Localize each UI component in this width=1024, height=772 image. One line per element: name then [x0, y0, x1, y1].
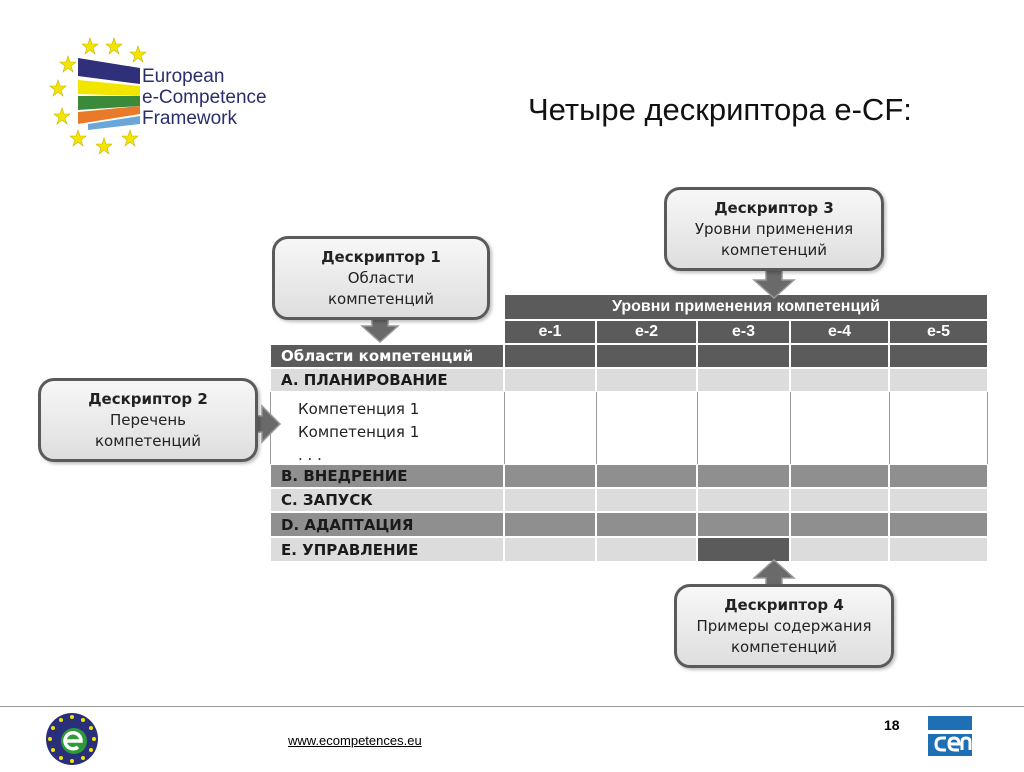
logo-line-3: Framework — [142, 108, 238, 129]
descriptor-1-line-2: компетенций — [327, 290, 435, 308]
grid-cell — [504, 464, 596, 488]
competence-item: . . . — [298, 446, 322, 464]
grid-cell — [889, 537, 988, 562]
grid-cell — [790, 368, 889, 392]
grid-cell — [697, 537, 790, 562]
ecompetences-logo — [44, 711, 100, 772]
descriptor-3-line-2: компетенций — [720, 241, 828, 259]
grid-divider — [697, 392, 698, 464]
grid-cell — [504, 512, 596, 537]
arrow-up-descriptor-4 — [752, 558, 796, 587]
area-row-label: D. АДАПТАЦИЯ — [270, 512, 504, 537]
cen-logo — [926, 714, 974, 769]
descriptor-4-callout: Дескриптор 4 Примеры содержания компетен… — [674, 584, 894, 668]
grid-cell — [596, 368, 697, 392]
grid-cell — [790, 464, 889, 488]
descriptor-3-callout: Дескриптор 3 Уровни применения компетенц… — [664, 187, 884, 271]
arrow-down-descriptor-1 — [360, 317, 400, 344]
competence-grid-cell — [504, 392, 596, 464]
level-header-1: e-1 — [504, 320, 596, 344]
ecompetences-e-logo-icon — [46, 713, 98, 765]
grid-cell — [596, 488, 697, 512]
level-header-5: e-5 — [889, 320, 988, 344]
competence-list-cell — [270, 392, 504, 464]
grid-cell — [889, 368, 988, 392]
grid-cell — [697, 368, 790, 392]
descriptor-2-callout: Дескриптор 2 Перечень компетенций — [38, 378, 258, 462]
area-row-label: A. ПЛАНИРОВАНИЕ — [270, 368, 504, 392]
descriptor-1-title: Дескриптор 1 — [321, 248, 441, 266]
descriptor-4-line-1: Примеры содержания — [696, 617, 872, 635]
grid-cell — [790, 488, 889, 512]
level-header-3: e-3 — [697, 320, 790, 344]
area-row-label: E. УПРАВЛЕНИЕ — [270, 537, 504, 562]
grid-cell — [790, 537, 889, 562]
descriptor-2-title: Дескриптор 2 — [88, 390, 208, 408]
descriptor-4-title: Дескриптор 4 — [724, 596, 844, 614]
grid-cell — [889, 512, 988, 537]
areas-header-cell — [697, 344, 790, 368]
grid-divider — [889, 392, 890, 464]
grid-cell — [504, 537, 596, 562]
ecf-logo-mark — [49, 37, 147, 155]
page-number: 18 — [884, 717, 900, 733]
website-link[interactable]: www.ecompetences.eu — [288, 733, 422, 748]
areas-header-cell — [596, 344, 697, 368]
ecf-logo — [48, 34, 148, 155]
logo-line-2: e-Competence — [142, 87, 267, 108]
areas-header: Области компетенций — [270, 344, 504, 368]
descriptor-4-line-2: компетенций — [730, 638, 838, 656]
grid-cell — [889, 464, 988, 488]
arrow-down-descriptor-3 — [752, 269, 796, 300]
grid-divider — [596, 392, 597, 464]
level-header-4: e-4 — [790, 320, 889, 344]
grid-cell — [596, 537, 697, 562]
grid-cell — [596, 464, 697, 488]
cen-logo-icon — [928, 716, 972, 756]
grid-cell — [697, 464, 790, 488]
grid-cell — [697, 512, 790, 537]
grid-cell — [504, 488, 596, 512]
competence-list: Компетенция 1 Компетенция 1 . . . — [298, 398, 419, 467]
ecf-logo-text: European e-Competence Framework — [142, 66, 267, 129]
descriptor-2-line-2: компетенций — [94, 432, 202, 450]
area-row-label: C. ЗАПУСК — [270, 488, 504, 512]
competence-item: Компетенция 1 — [298, 400, 420, 418]
grid-divider — [504, 392, 505, 464]
areas-header-cell — [790, 344, 889, 368]
footer-divider — [0, 706, 1024, 707]
grid-cell — [790, 512, 889, 537]
descriptor-2-line-1: Перечень — [110, 411, 186, 429]
logo-line-1: European — [142, 66, 225, 87]
grid-cell — [697, 488, 790, 512]
competence-grid-cell — [790, 392, 889, 464]
descriptor-3-line-1: Уровни применения — [694, 220, 854, 238]
competence-grid-cell — [596, 392, 697, 464]
page-title: Четыре дескриптора e-CF: — [528, 92, 912, 127]
areas-header-cell — [504, 344, 596, 368]
grid-cell — [504, 368, 596, 392]
level-header-2: e-2 — [596, 320, 697, 344]
descriptor-3-title: Дескриптор 3 — [714, 199, 834, 217]
levels-header: Уровни применения компетенций — [504, 294, 988, 320]
areas-header-cell — [889, 344, 988, 368]
descriptor-1-line-1: Области — [347, 269, 415, 287]
descriptor-1-callout: Дескриптор 1 Области компетенций — [272, 236, 490, 320]
competence-item: Компетенция 1 — [298, 423, 420, 441]
area-row-label: B. ВНЕДРЕНИЕ — [270, 464, 504, 488]
grid-divider — [790, 392, 791, 464]
grid-cell — [889, 488, 988, 512]
grid-cell — [596, 512, 697, 537]
